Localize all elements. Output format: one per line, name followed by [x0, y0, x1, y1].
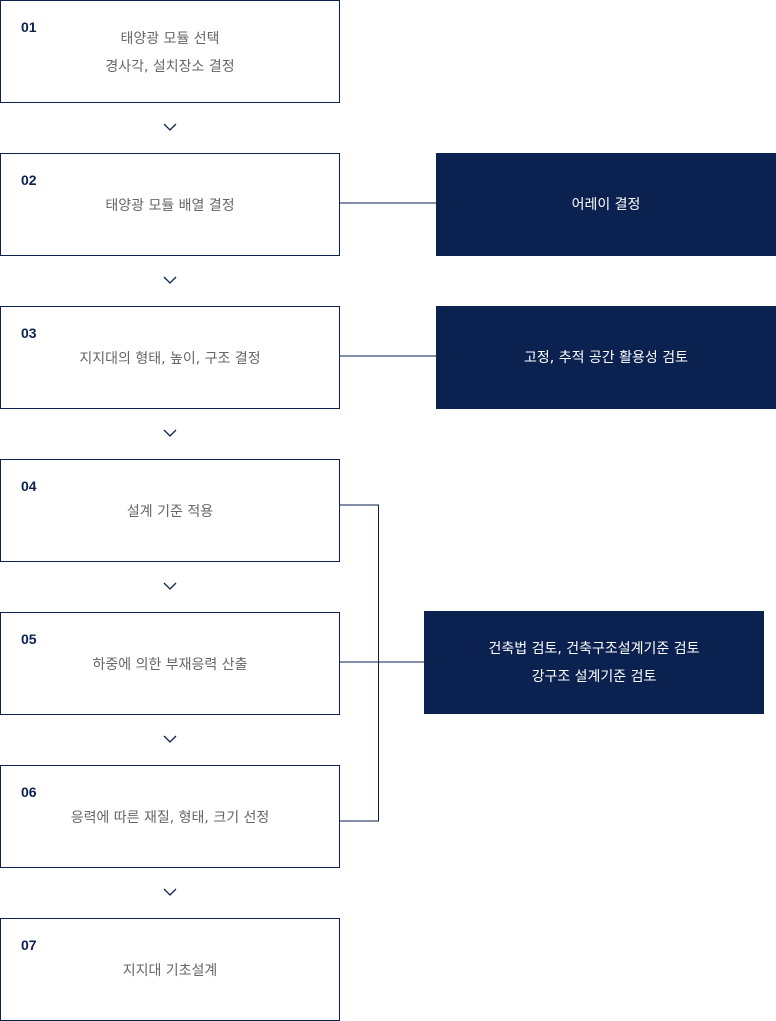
- note-building-code-review: 건축법 검토, 건축구조설계기준 검토 강구조 설계기준 검토: [424, 611, 764, 714]
- step-04-box: 04 설계 기준 적용: [0, 459, 340, 562]
- step-05-box: 05 하중에 의한 부재응력 산출: [0, 612, 340, 715]
- step-label: 지지대의 형태, 높이, 구조 결정: [1, 345, 339, 373]
- step-number: 01: [21, 19, 37, 35]
- step-03-box: 03 지지대의 형태, 높이, 구조 결정: [0, 306, 340, 409]
- step-label-line: 경사각, 설치장소 결정: [105, 59, 235, 75]
- step-label-line: 태양광 모듈 선택: [120, 31, 220, 47]
- step-01-box: 01 태양광 모듈 선택 경사각, 설치장소 결정: [0, 0, 340, 103]
- step-label: 하중에 의한 부재응력 산출: [1, 651, 339, 679]
- step-number: 05: [21, 631, 37, 647]
- step-label-line: 지지대의 형태, 높이, 구조 결정: [79, 351, 261, 367]
- step-07-box: 07 지지대 기초설계: [0, 918, 340, 1021]
- step-number: 07: [21, 937, 37, 953]
- step-02-box: 02 태양광 모듈 배열 결정: [0, 153, 340, 256]
- chevron-down-icon: [163, 429, 177, 437]
- step-label-line: 응력에 따른 재질, 형태, 크기 선정: [70, 810, 270, 826]
- bracket-04-06: [340, 504, 379, 822]
- chevron-down-icon: [163, 276, 177, 284]
- note-fixed-tracking-review: 고정, 추적 공간 활용성 검토: [436, 306, 776, 409]
- chevron-down-icon: [163, 123, 177, 131]
- step-label: 응력에 따른 재질, 형태, 크기 선정: [1, 804, 339, 832]
- step-label-line: 설계 기준 적용: [126, 504, 214, 520]
- step-label: 태양광 모듈 배열 결정: [1, 192, 339, 220]
- note-line: 고정, 추적 공간 활용성 검토: [524, 349, 688, 366]
- step-label-line: 하중에 의한 부재응력 산출: [92, 657, 248, 673]
- chevron-down-icon: [163, 735, 177, 743]
- step-number: 06: [21, 784, 37, 800]
- step-number: 02: [21, 172, 37, 188]
- note-array-decision: 어레이 결정: [436, 153, 776, 256]
- step-label-line: 지지대 기초설계: [122, 963, 218, 979]
- step-06-box: 06 응력에 따른 재질, 형태, 크기 선정: [0, 765, 340, 868]
- step-number: 04: [21, 478, 37, 494]
- step-number: 03: [21, 325, 37, 341]
- note-line: 강구조 설계기준 검토: [531, 668, 657, 685]
- step-label: 설계 기준 적용: [1, 498, 339, 526]
- step-label-line: 태양광 모듈 배열 결정: [105, 198, 235, 214]
- chevron-down-icon: [163, 888, 177, 896]
- step-label: 지지대 기초설계: [1, 957, 339, 985]
- note-line: 어레이 결정: [571, 196, 641, 213]
- step-label: 태양광 모듈 선택 경사각, 설치장소 결정: [1, 25, 339, 81]
- chevron-down-icon: [163, 582, 177, 590]
- note-line: 건축법 검토, 건축구조설계기준 검토: [488, 640, 700, 657]
